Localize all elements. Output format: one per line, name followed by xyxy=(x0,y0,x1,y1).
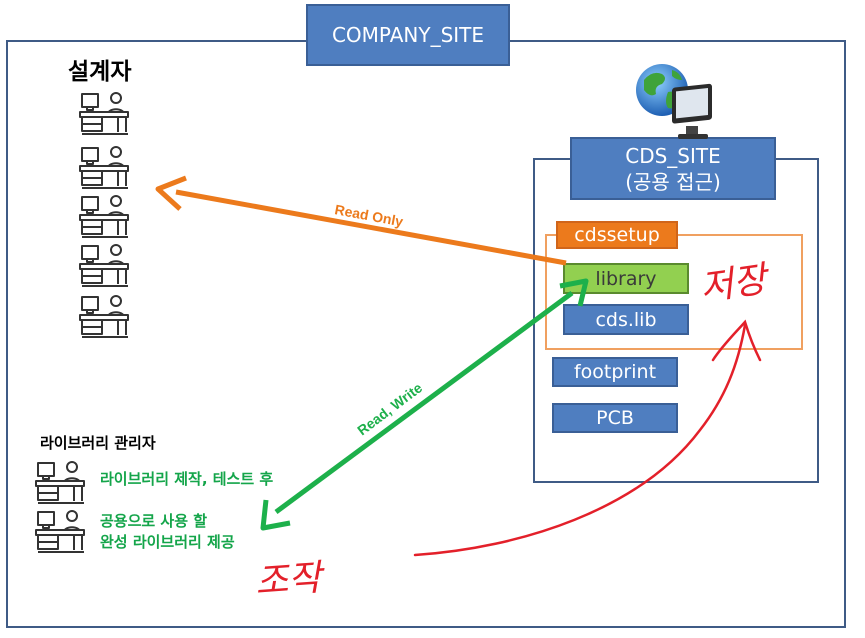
handwritten-manage: 조작 xyxy=(254,557,328,603)
handwritten-save: 저장 xyxy=(698,258,774,308)
library-label: library xyxy=(595,267,657,290)
workstation-icon xyxy=(35,510,85,553)
cdssetup-label: cdssetup xyxy=(574,224,660,246)
pcb-box: PCB xyxy=(552,403,678,433)
cdssetup-label-box: cdssetup xyxy=(556,221,678,249)
handdrawn-red-arrow xyxy=(413,319,762,557)
cds-site-subtitle: (공용 접근) xyxy=(625,169,721,194)
workstation-icon xyxy=(79,295,129,338)
footprint-label: footprint xyxy=(573,361,657,383)
workstation-icon xyxy=(79,195,129,238)
cds-site-box: CDS_SITE (공용 접근) xyxy=(570,137,776,200)
cds-lib-box: cds.lib xyxy=(563,304,689,335)
pcb-label: PCB xyxy=(596,407,634,429)
workstation-icon xyxy=(79,244,129,287)
read-only-arrow xyxy=(155,175,567,266)
manager-note-build: 라이브러리 제작, 테스트 후 xyxy=(100,470,274,488)
manager-note-provide-line2: 완성 라이브러리 제공 xyxy=(100,533,235,551)
company-site-label: COMPANY_SITE xyxy=(331,23,485,47)
workstation-icon xyxy=(79,92,129,135)
designers-title: 설계자 xyxy=(68,59,132,85)
workstation-icon xyxy=(79,146,129,189)
manager-note-provide: 공용으로 사용 할 완성 라이브러리 제공 xyxy=(100,511,235,553)
footprint-box: footprint xyxy=(552,357,678,387)
cds-lib-label: cds.lib xyxy=(595,308,657,331)
cds-site-title: CDS_SITE xyxy=(625,143,721,168)
manager-title: 라이브러리 관리자 xyxy=(40,434,156,452)
read-write-arrow xyxy=(260,278,589,531)
workstation-icon xyxy=(35,461,85,504)
globe-computer-icon xyxy=(636,64,712,139)
manager-note-provide-line1: 공용으로 사용 할 xyxy=(100,512,208,530)
company-site-box: COMPANY_SITE xyxy=(306,4,510,66)
